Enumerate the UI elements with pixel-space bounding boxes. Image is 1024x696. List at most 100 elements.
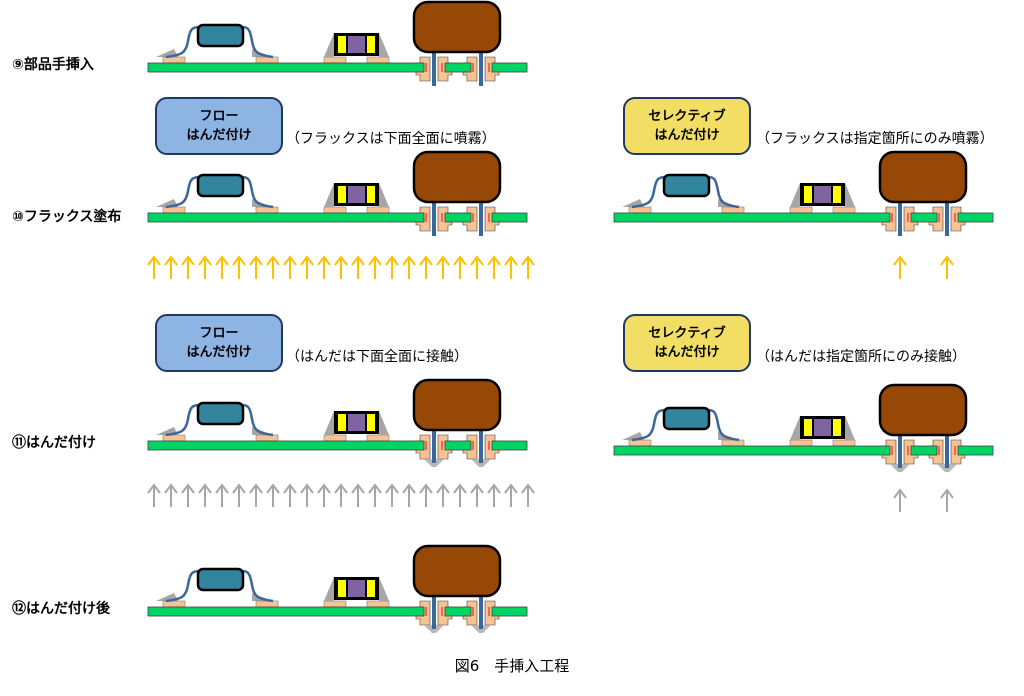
copper-pad	[323, 434, 347, 442]
flux-spray-arrow-icon	[351, 255, 365, 279]
copper-pad	[366, 206, 390, 214]
solder-fillet	[790, 416, 800, 440]
arrow-head	[181, 483, 195, 494]
solder-wave-arrow-icon	[893, 488, 907, 512]
solder-wave-arrow-icon	[232, 483, 246, 507]
chip-body	[348, 36, 365, 53]
solder-wave-arrow-icon	[368, 483, 382, 507]
solder-wave-arrow-icon	[470, 483, 484, 507]
ic-body	[662, 406, 711, 431]
capacitor-body	[878, 150, 968, 204]
solder-wave-arrow-icon	[351, 483, 365, 507]
pcb-board	[147, 440, 425, 451]
solder-wave-arrow-icon	[317, 483, 331, 507]
flux-spray-arrow-icon	[232, 255, 246, 279]
arrow-head	[893, 255, 907, 266]
chip-terminal	[367, 36, 375, 53]
arrow-head	[334, 483, 348, 494]
solder-fillet	[379, 183, 389, 207]
pcb-board	[444, 606, 472, 617]
solder-fillet	[845, 416, 855, 440]
selective-soldering-box: セレクティブ はんだ付け	[623, 97, 751, 155]
arrow-head	[419, 483, 433, 494]
pcb-assembly	[147, 150, 535, 279]
copper-pad	[366, 434, 390, 442]
arrow-head	[368, 483, 382, 494]
solder-fillet	[379, 33, 389, 57]
arrow-head	[147, 255, 161, 266]
pcb-board	[147, 62, 425, 73]
copper-pad	[323, 56, 347, 64]
capacitor-body	[412, 0, 502, 54]
solder-fillet	[324, 577, 334, 601]
arrow-head	[351, 255, 365, 266]
flux-spray-arrow-icon	[181, 255, 195, 279]
solder-wave-arrow-icon	[215, 483, 229, 507]
pcb-board	[957, 445, 994, 456]
arrow-head	[402, 255, 416, 266]
flow-soldering-box: フロー はんだ付け	[155, 314, 283, 372]
copper-pad	[323, 600, 347, 608]
chip-body	[348, 580, 365, 597]
component-pin	[479, 427, 483, 463]
component-lead	[631, 175, 667, 209]
arrow-head	[334, 255, 348, 266]
arrow-head	[198, 255, 212, 266]
arrow-head	[215, 483, 229, 494]
solder-fillet	[845, 183, 855, 207]
solder-wave-arrow-icon	[521, 483, 535, 507]
pcb-board	[147, 606, 425, 617]
solder-wave-arrow-icon	[940, 488, 954, 512]
chip-terminal	[338, 414, 346, 431]
solder-wave-arrow-icon	[504, 483, 518, 507]
pcb-assembly	[613, 150, 994, 279]
method-line2: はんだ付け	[186, 345, 252, 360]
copper-pad	[323, 206, 347, 214]
copper-pad	[255, 56, 279, 64]
chip-terminal	[833, 186, 841, 203]
chip-terminal	[833, 419, 841, 436]
component-pin	[479, 593, 483, 629]
flux-spray-arrow-icon	[487, 255, 501, 279]
chip-body	[348, 186, 365, 203]
arrow-head	[521, 483, 535, 494]
solder-wave-arrow-icon	[385, 483, 399, 507]
pcb-board	[910, 445, 938, 456]
arrow-head	[198, 483, 212, 494]
flux-spray-arrow-icon	[198, 255, 212, 279]
solder-wave-arrow-icon	[147, 483, 161, 507]
component-lead	[241, 175, 274, 209]
ic-body	[196, 23, 245, 48]
capacitor-body	[412, 544, 502, 598]
arrow-head	[249, 483, 263, 494]
component-pin	[898, 199, 902, 236]
flux-spray-arrow-icon	[249, 255, 263, 279]
flux-spray-arrow-icon	[893, 255, 907, 279]
pcb-board	[613, 212, 891, 223]
solder-wave-arrow-icon	[249, 483, 263, 507]
arrow-head	[215, 255, 229, 266]
pcb-assembly	[147, 378, 535, 507]
solder-wave-arrow-icon	[334, 483, 348, 507]
component-pin	[479, 49, 483, 86]
arrow-head	[385, 255, 399, 266]
copper-pad	[366, 56, 390, 64]
component-pin	[479, 199, 483, 236]
flux-spray-arrow-icon	[300, 255, 314, 279]
arrow-head	[232, 255, 246, 266]
arrow-head	[266, 483, 280, 494]
arrow-head	[453, 483, 467, 494]
solder-wave-arrow-icon	[181, 483, 195, 507]
pcb-board	[910, 212, 938, 223]
arrow-head	[181, 255, 195, 266]
chip-terminal	[804, 419, 812, 436]
component-lead	[241, 403, 274, 437]
flux-spray-arrow-icon	[164, 255, 178, 279]
arrow-head	[300, 483, 314, 494]
arrow-head	[300, 255, 314, 266]
chip-terminal	[367, 580, 375, 597]
flux-spray-arrow-icon	[317, 255, 331, 279]
copper-pad	[789, 439, 813, 447]
component-lead	[707, 175, 740, 209]
